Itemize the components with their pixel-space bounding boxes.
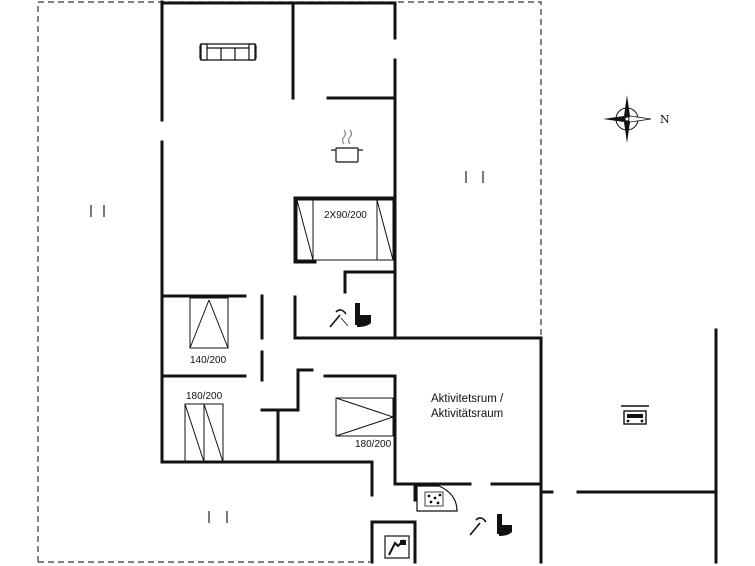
window-marks xyxy=(90,171,484,523)
activity-room-label-line2: Aktivitätsraum xyxy=(431,408,503,420)
shower-icon-2 xyxy=(469,517,487,536)
bed-left-bottom xyxy=(184,403,224,463)
toilet-icon xyxy=(355,303,371,327)
toilet-icon-2 xyxy=(497,514,512,536)
walls xyxy=(160,0,718,564)
bed-left-bottom-label: 180/200 xyxy=(186,391,223,402)
bed-left-mid-label: 140/200 xyxy=(190,355,227,366)
hot-tub-icon xyxy=(416,485,458,512)
bed-top-twin xyxy=(296,199,394,261)
shower-icon xyxy=(329,309,349,328)
bed-center-label: 180/200 xyxy=(355,439,392,450)
cooking-pot-icon xyxy=(331,129,363,163)
washing-machine-icon xyxy=(384,535,410,559)
sofa-icon xyxy=(199,43,257,61)
bed-top-label: 2X90/200 xyxy=(324,210,367,221)
terrace-outline xyxy=(37,1,542,563)
activity-room-label-line1: Aktivitetsrum / xyxy=(431,393,504,405)
north-label: N xyxy=(660,113,670,126)
bed-left-mid xyxy=(189,297,229,349)
car-icon xyxy=(621,405,649,425)
compass-rose-icon xyxy=(603,95,652,143)
bed-center xyxy=(335,397,394,437)
